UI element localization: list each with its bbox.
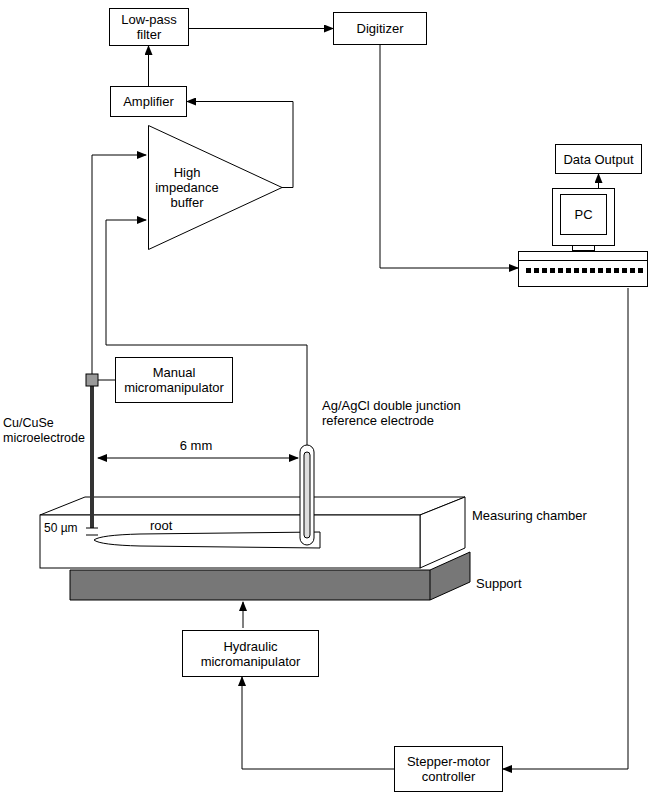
annotation-label: Support [476, 576, 556, 591]
signal-arrow [148, 46, 149, 86]
annotation-label: Cu/CuSe microelectrode [3, 416, 89, 446]
manipulator-box: Manual micromanipulator [115, 357, 233, 403]
root [94, 532, 320, 548]
signal-arrow [189, 28, 333, 29]
gap-tick [86, 535, 98, 536]
reference-wire [106, 220, 307, 445]
electrode-wire [92, 155, 146, 374]
buffer-triangle: High impedance buffer [148, 125, 283, 250]
signal-arrow [598, 174, 599, 188]
amplifier-box: Amplifier [110, 86, 187, 117]
support-arrow [243, 602, 244, 628]
computer-outline [518, 188, 648, 288]
annotation-label: Ag/AgCl double junction reference electr… [322, 398, 494, 428]
node-text: Stepper-motor controller [399, 754, 498, 784]
annotation-label: root [150, 518, 190, 533]
node-text: Manual micromanipulator [120, 365, 228, 395]
annotation-label: 50 µm [44, 522, 86, 535]
controller-box: Stepper-motor controller [394, 746, 503, 792]
electrode-holder [86, 374, 98, 386]
microelectrode [90, 386, 94, 528]
node-text: PC [574, 207, 592, 222]
digitizer-box: Digitizer [333, 12, 427, 45]
screen-area: PC [561, 195, 606, 234]
annotation-label: 6 mm [166, 438, 226, 453]
manipulator-link [98, 380, 116, 381]
node-text: Amplifier [123, 94, 174, 109]
node-text: Hydraulic micromanipulator [187, 639, 314, 669]
computer: PC [518, 188, 648, 288]
filter-box: Low-pass filter [109, 8, 189, 46]
annotation-label: Measuring chamber [472, 508, 632, 523]
reference-electrode [300, 445, 314, 545]
gap-tick [86, 528, 98, 529]
node-text: High impedance buffer [154, 165, 220, 210]
signal-arrow [503, 288, 628, 769]
output-box: Data Output [555, 144, 642, 174]
dimension-line [98, 458, 298, 459]
signal-arrow [242, 677, 394, 769]
node-text: Low-pass filter [114, 12, 184, 42]
measuring-chamber [40, 497, 465, 568]
signal-arrow [380, 45, 518, 268]
node-text: Digitizer [357, 21, 404, 36]
manipulator-box: Hydraulic micromanipulator [182, 630, 319, 677]
node-text: Data Output [563, 152, 633, 167]
